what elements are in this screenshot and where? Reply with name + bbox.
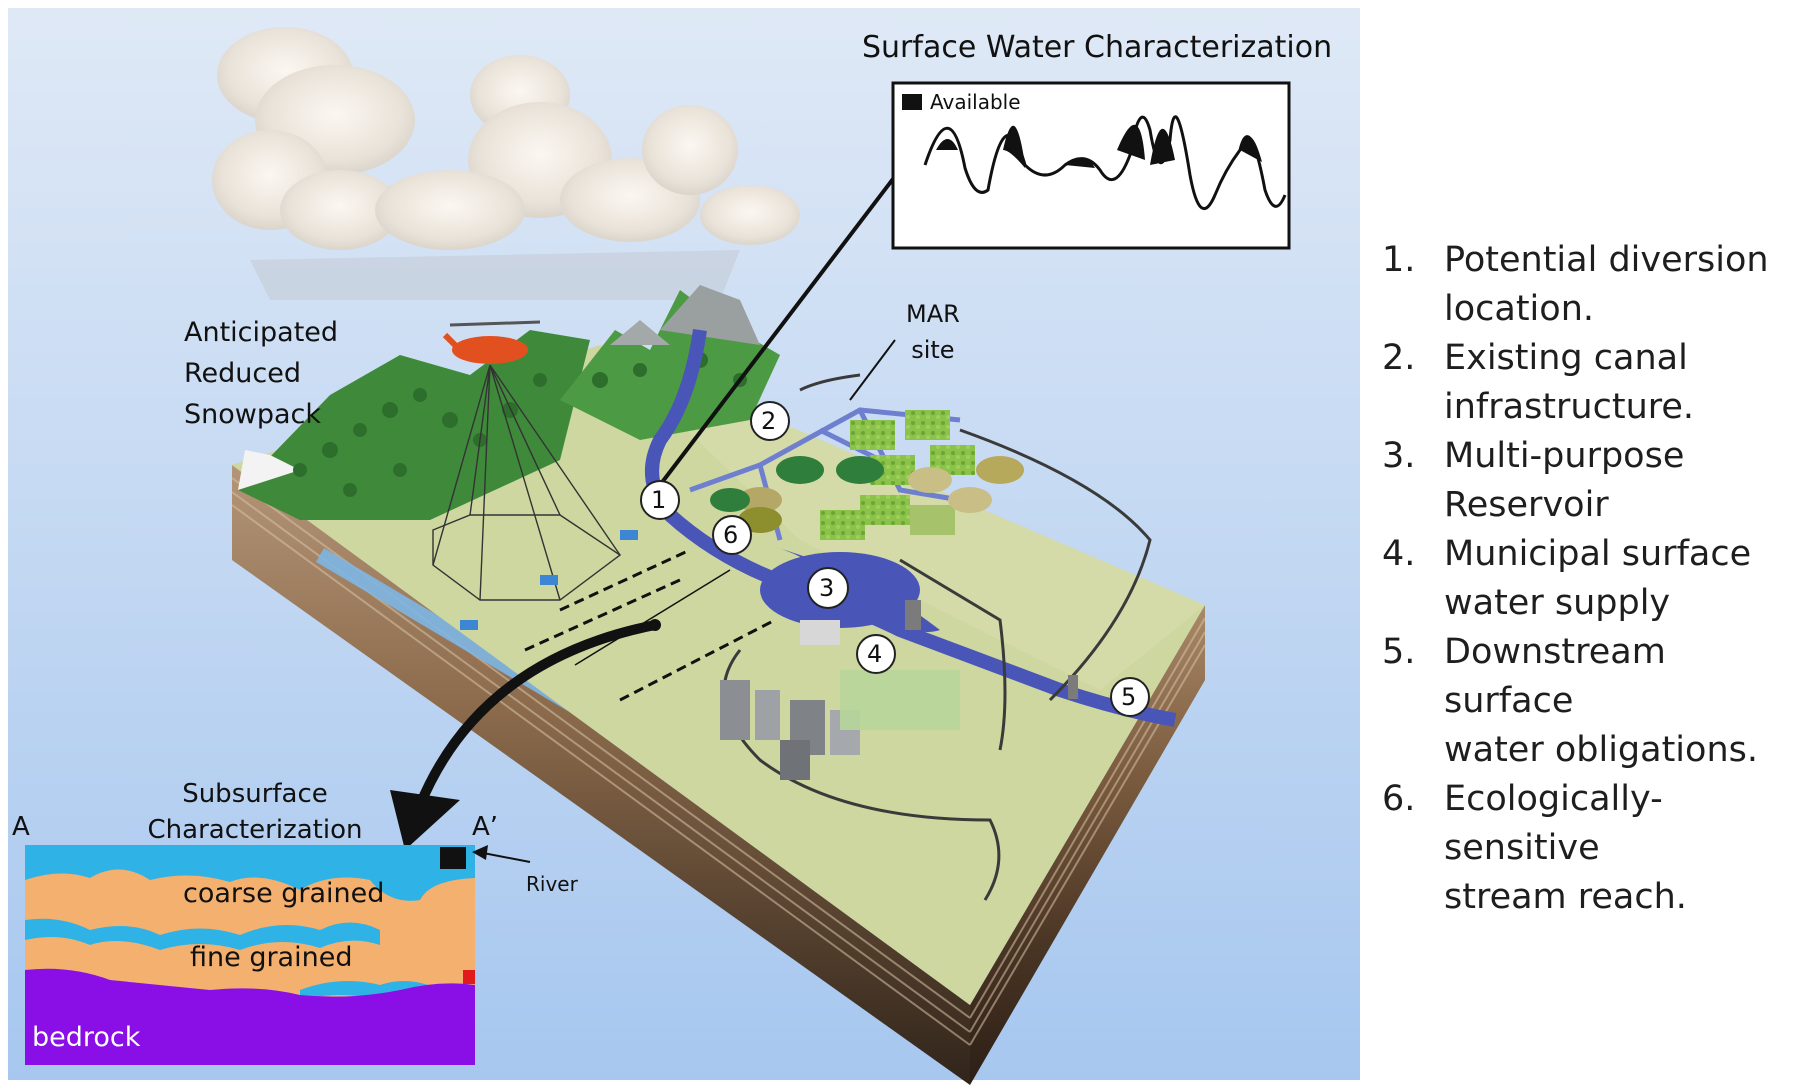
callout-line: [658, 173, 898, 487]
legend-text-1a: Potential diversion: [1444, 240, 1769, 280]
snowpack-label: Anticipated Reduced Snowpack: [184, 312, 338, 435]
helicopter-icon: [442, 320, 541, 364]
legend-num-5: 5.: [1382, 632, 1416, 672]
surface-water-title: Surface Water Characterization: [862, 30, 1333, 65]
coarse-label: coarse grained: [183, 878, 385, 909]
marker-2: [750, 401, 790, 441]
survey-footprint: [432, 364, 622, 601]
fine-label: fine grained: [190, 942, 353, 973]
legend-item-4: 4. Municipal surface water supply: [1382, 530, 1792, 628]
dam: [905, 600, 921, 630]
marker-3: [807, 567, 849, 609]
subsurface-arrow: [415, 620, 656, 807]
mar-line-2: site: [911, 336, 955, 364]
marker-4-label: 4: [867, 640, 883, 668]
legend-num-2: 2.: [1382, 338, 1416, 378]
legend-item-6: 6. Ecologically-sensitive stream reach.: [1382, 775, 1792, 922]
marker-5: [1110, 677, 1150, 717]
legend-text-4a: Municipal surface: [1444, 534, 1752, 574]
subsurface-line-1: Subsurface: [182, 779, 328, 809]
snowpack-line-1: Anticipated: [184, 317, 339, 348]
subsurface-title: Subsurface Characterization: [120, 776, 390, 848]
subsurface-line-2: Characterization: [147, 815, 363, 845]
marker-2-label: 2: [761, 407, 777, 435]
available-water-fill: [936, 124, 1262, 168]
legend-num-1: 1.: [1382, 240, 1416, 280]
mountain-range: [238, 285, 780, 520]
marker-4: [856, 634, 896, 674]
legend-text-5b: water obligations.: [1444, 730, 1758, 770]
legend-text-1b: location.: [1444, 289, 1594, 329]
marker-1-label: 1: [651, 486, 667, 514]
legend-item-1: 1. Potential diversion location.: [1382, 236, 1792, 334]
section-a-label: A: [12, 812, 30, 842]
legend-text-3b: Reservoir: [1444, 485, 1609, 525]
legend-text-6a: Ecologically-sensitive: [1444, 779, 1663, 868]
legend-text-5a: Downstream surface: [1444, 632, 1666, 721]
marker-5-label: 5: [1121, 683, 1137, 711]
mar-site-label: MAR site: [906, 296, 960, 368]
available-swatch: [902, 94, 922, 110]
marker-6: [712, 515, 752, 555]
section-a-prime-label: A’: [472, 812, 499, 842]
mar-line-1: MAR: [906, 300, 960, 328]
marker-6-label: 6: [723, 521, 739, 549]
legend-num-3: 3.: [1382, 436, 1416, 476]
numbered-legend: 1. Potential diversion location. 2. Exis…: [1382, 236, 1792, 922]
legend-item-2: 2. Existing canal infrastructure.: [1382, 334, 1792, 432]
available-legend-label: Available: [930, 90, 1021, 114]
marker-1: [640, 480, 680, 520]
snowpack-line-2: Reduced: [184, 358, 302, 389]
river-label: River: [526, 872, 578, 896]
legend-text-2a: Existing canal: [1444, 338, 1688, 378]
section-lines: [524, 548, 776, 702]
legend-item-5: 5. Downstream surface water obligations.: [1382, 628, 1792, 775]
legend-num-6: 6.: [1382, 779, 1416, 819]
subsurface-section: [25, 845, 475, 1065]
legend-item-3: 3. Multi-purpose Reservoir: [1382, 432, 1792, 530]
legend-text-6b: stream reach.: [1444, 877, 1687, 917]
hydrograph-line: [923, 115, 1287, 210]
legend-text-4b: water supply: [1444, 583, 1671, 623]
bedrock-label: bedrock: [32, 1022, 141, 1053]
marker-3-label: 3: [819, 574, 835, 602]
legend-num-4: 4.: [1382, 534, 1416, 574]
farm-fields: [710, 410, 1024, 540]
legend-text-2b: infrastructure.: [1444, 387, 1695, 427]
snowpack-line-3: Snowpack: [184, 399, 322, 430]
legend-text-3a: Multi-purpose: [1444, 436, 1685, 476]
city: [720, 620, 960, 780]
cloud-icon: [212, 27, 800, 300]
